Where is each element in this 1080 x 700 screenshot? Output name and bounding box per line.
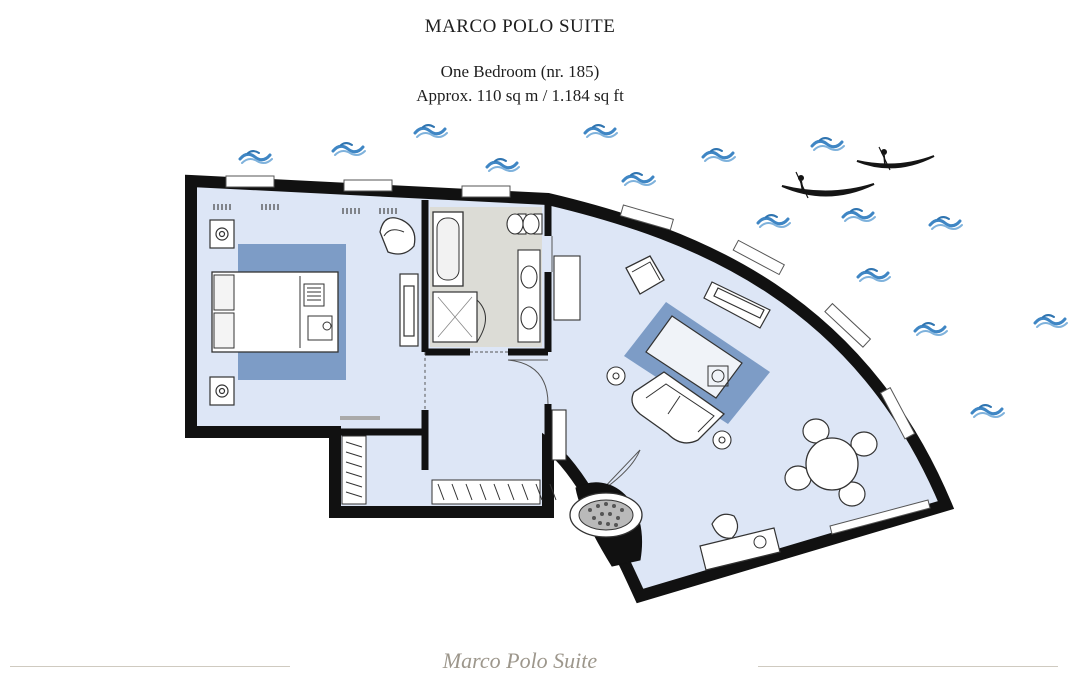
suite-title: MARCO POLO SUITE bbox=[424, 16, 616, 37]
water-wave-icon bbox=[970, 403, 1006, 419]
bed-icon bbox=[211, 271, 339, 353]
water-wave-icon bbox=[856, 267, 892, 283]
suite-area: Approx. 110 sq m / 1.184 sq ft bbox=[416, 86, 624, 105]
footer-rule-left bbox=[10, 666, 290, 667]
footer-signature: Marco Polo Suite bbox=[442, 648, 598, 673]
water-wave-icon bbox=[928, 215, 964, 231]
sofa-icon bbox=[631, 371, 726, 444]
footer-rule-right bbox=[758, 666, 1058, 667]
dining-table-icon bbox=[784, 418, 878, 507]
water-wave-icon bbox=[841, 207, 877, 223]
bathtub-icon bbox=[432, 211, 464, 287]
water-wave-icon bbox=[583, 123, 619, 139]
gondola-icon bbox=[856, 146, 935, 171]
water-wave-icon bbox=[701, 147, 737, 163]
water-wave-icon bbox=[756, 213, 792, 229]
fireplace-icon bbox=[569, 492, 643, 538]
water-wave-icon bbox=[621, 171, 657, 187]
gondola-icon bbox=[781, 171, 875, 199]
desk-icon bbox=[699, 513, 781, 571]
water-wave-icon bbox=[913, 321, 949, 337]
armchair-icon bbox=[625, 255, 665, 295]
water-wave-icon bbox=[1033, 313, 1069, 329]
suite-subtitle: One Bedroom (nr. 185) bbox=[440, 62, 600, 81]
armchair-icon bbox=[379, 217, 416, 255]
water-wave-icon bbox=[485, 157, 521, 173]
water-wave-icon bbox=[238, 149, 274, 165]
interior-walls bbox=[331, 200, 552, 512]
water-wave-icon bbox=[413, 123, 449, 139]
water-wave-icon bbox=[810, 136, 846, 152]
water-wave-icon bbox=[331, 141, 367, 157]
